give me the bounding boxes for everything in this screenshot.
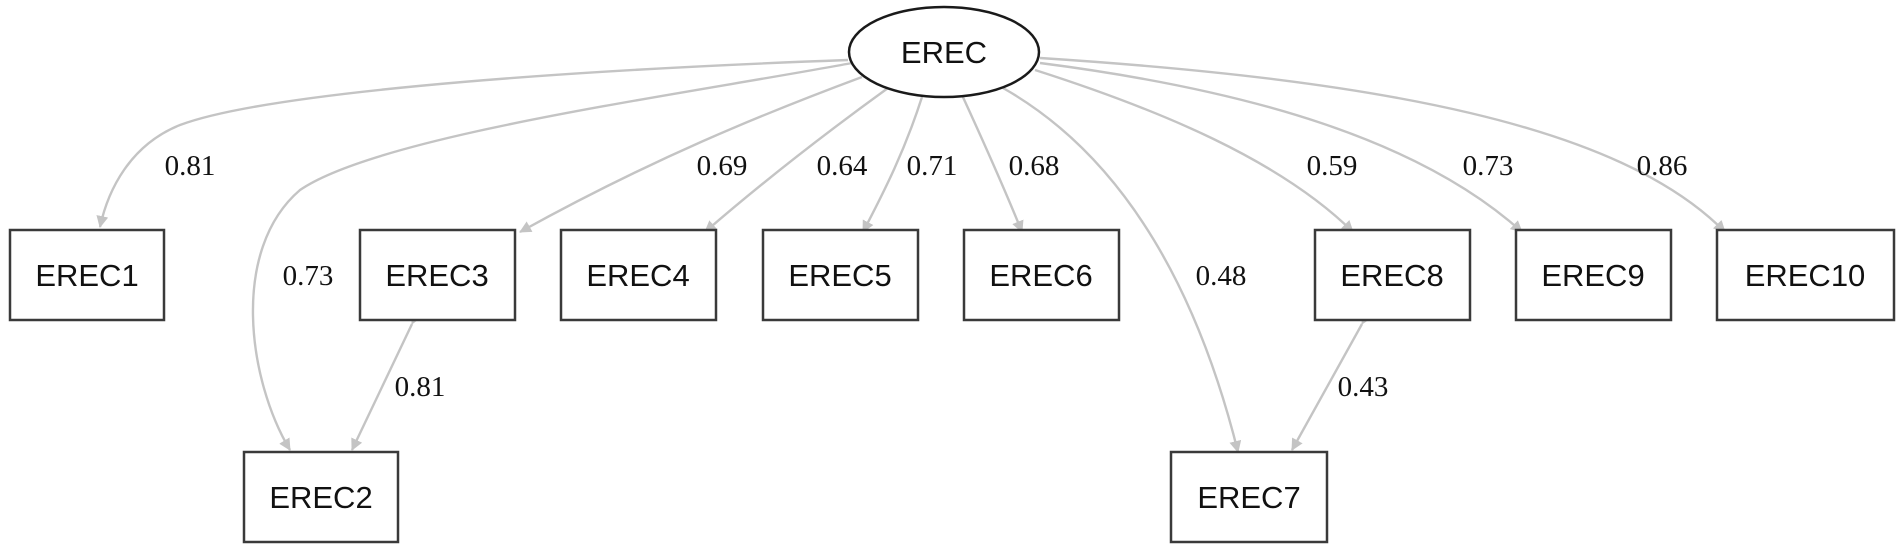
indicator-box bbox=[242, 450, 400, 544]
indicator-box bbox=[1715, 228, 1896, 322]
indicator-box bbox=[358, 228, 517, 322]
edge-erec-erec2 bbox=[251, 61, 853, 451]
loading-label-erec2: 0.73 bbox=[283, 260, 334, 292]
loading-label-erec3: 0.69 bbox=[697, 150, 748, 182]
indicator-box bbox=[559, 228, 718, 322]
edge-erec-erec10 bbox=[1039, 56, 1726, 233]
indicator-node-erec10: EREC10 bbox=[1715, 228, 1896, 322]
latent-node-erec: EREC bbox=[847, 5, 1041, 99]
indicator-label: EREC7 bbox=[1197, 480, 1300, 515]
indicator-label: EREC1 bbox=[35, 258, 138, 293]
indicator-box bbox=[8, 228, 166, 322]
loading-label-erec4: 0.64 bbox=[817, 150, 868, 182]
loading-label-erec1: 0.81 bbox=[165, 150, 216, 182]
edge-erec-erec8 bbox=[1034, 68, 1354, 233]
indicator-nodes-layer: EREC1 EREC2 EREC3 EREC4 EREC5 EREC6 EREC… bbox=[8, 228, 1896, 544]
loading-label-erec8: 0.59 bbox=[1307, 150, 1358, 182]
edge-labels-layer: 0.81 0.73 0.69 0.64 0.71 0.68 0.48 0.59 … bbox=[165, 150, 1688, 403]
indicator-label: EREC4 bbox=[586, 258, 689, 293]
indicator-box bbox=[1169, 450, 1329, 544]
indicator-label: EREC9 bbox=[1541, 258, 1644, 293]
indicator-node-erec2: EREC2 bbox=[242, 450, 400, 544]
edge-erec-erec4 bbox=[704, 87, 889, 233]
edge-erec-erec5 bbox=[861, 96, 924, 233]
edge-erec-erec7 bbox=[1002, 86, 1242, 453]
indicator-label: EREC5 bbox=[788, 258, 891, 293]
indicator-box bbox=[1313, 228, 1472, 322]
latent-label: EREC bbox=[901, 35, 987, 70]
edges-layer bbox=[96, 56, 1726, 453]
edge-erec-erec9 bbox=[1039, 61, 1523, 233]
covariance-erec3-erec2 bbox=[350, 311, 423, 451]
indicator-node-erec5: EREC5 bbox=[761, 228, 920, 322]
indicator-label: EREC10 bbox=[1745, 258, 1866, 293]
indicator-box bbox=[761, 228, 920, 322]
covariance-erec8-erec7 bbox=[1290, 311, 1373, 451]
loading-label-erec7: 0.48 bbox=[1196, 260, 1247, 292]
indicator-label: EREC3 bbox=[385, 258, 488, 293]
indicator-box bbox=[962, 228, 1121, 322]
loading-label-erec9: 0.73 bbox=[1463, 150, 1514, 182]
edge-erec-erec1 bbox=[96, 58, 849, 228]
loading-label-erec6: 0.68 bbox=[1009, 150, 1060, 182]
indicator-node-erec1: EREC1 bbox=[8, 228, 166, 322]
edge-erec-erec3 bbox=[519, 75, 863, 234]
covariance-label-erec3-erec2: 0.81 bbox=[395, 371, 446, 403]
loading-label-erec10: 0.86 bbox=[1637, 150, 1688, 182]
indicator-node-erec7: EREC7 bbox=[1169, 450, 1329, 544]
loading-label-erec5: 0.71 bbox=[907, 150, 958, 182]
indicator-node-erec3: EREC3 bbox=[358, 228, 517, 322]
latent-ellipse bbox=[847, 5, 1041, 99]
indicator-box bbox=[1514, 228, 1673, 322]
indicator-node-erec6: EREC6 bbox=[962, 228, 1121, 322]
indicator-label: EREC6 bbox=[989, 258, 1092, 293]
indicator-node-erec4: EREC4 bbox=[559, 228, 718, 322]
covariance-label-erec8-erec7: 0.43 bbox=[1338, 371, 1389, 403]
edge-erec-erec6 bbox=[960, 94, 1024, 233]
indicator-label: EREC8 bbox=[1340, 258, 1443, 293]
indicator-label: EREC2 bbox=[269, 480, 372, 515]
indicator-node-erec9: EREC9 bbox=[1514, 228, 1673, 322]
indicator-node-erec8: EREC8 bbox=[1313, 228, 1472, 322]
